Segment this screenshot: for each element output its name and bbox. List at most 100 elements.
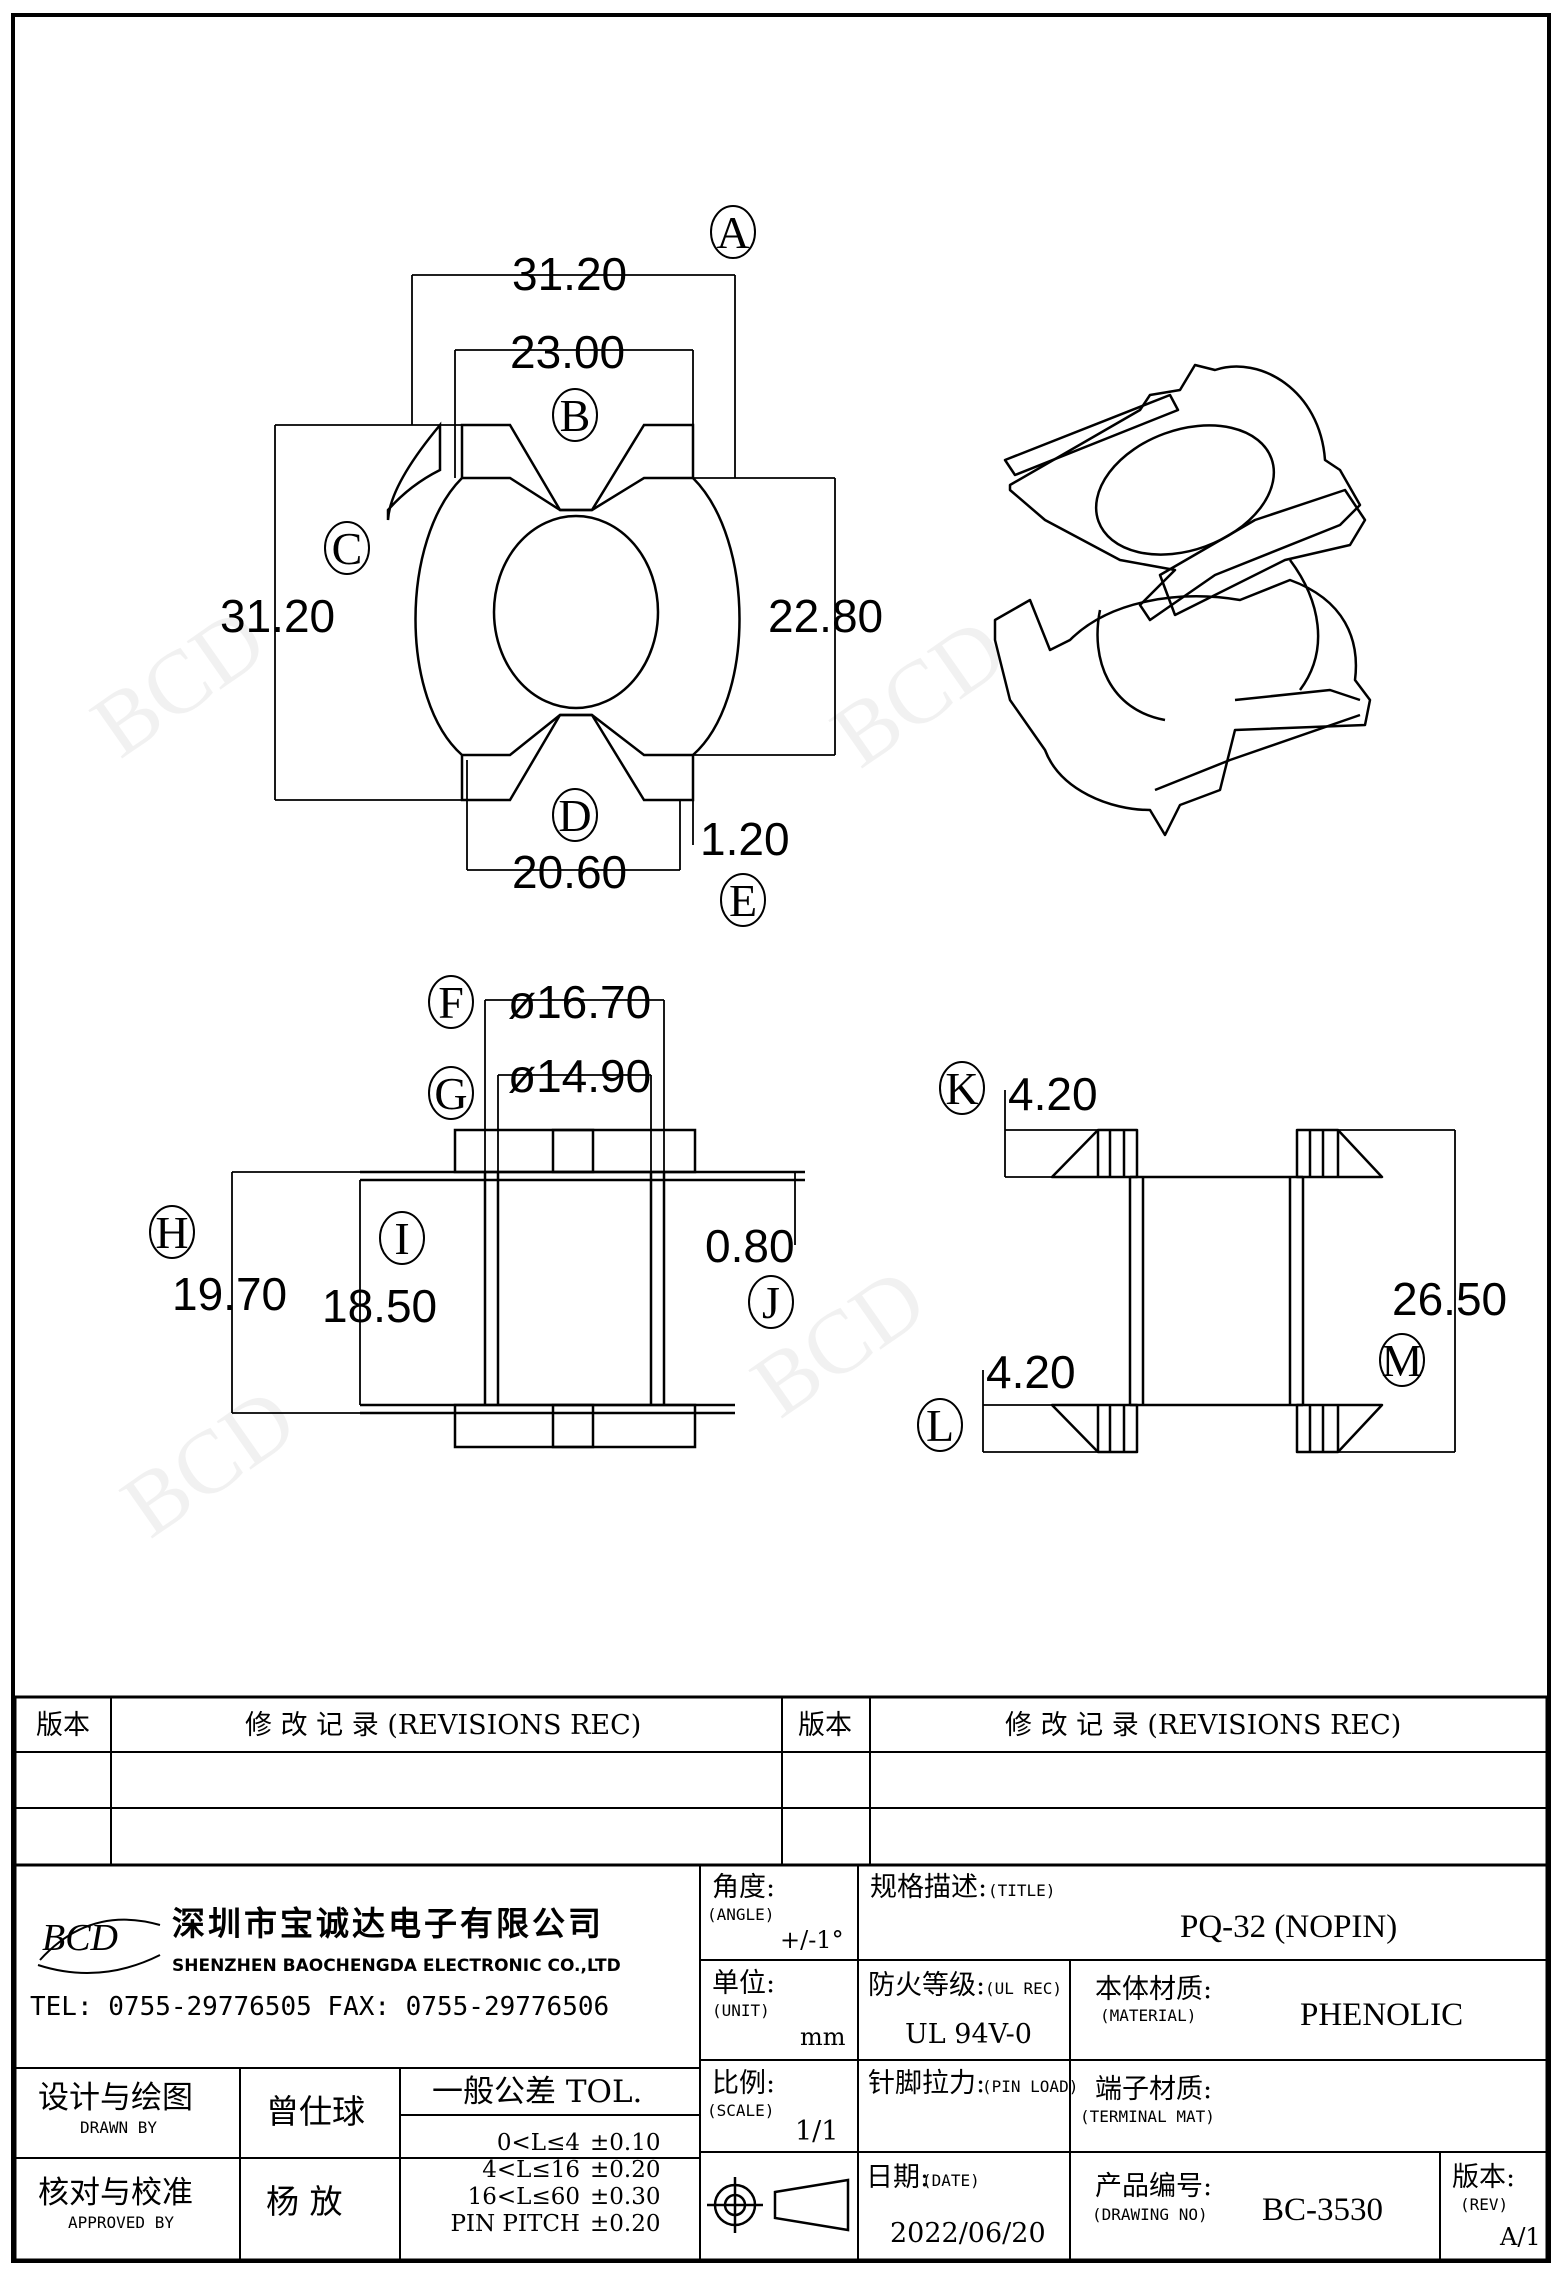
rev-value: A/1 bbox=[1499, 2223, 1541, 2251]
top-view-body-right bbox=[692, 477, 741, 756]
tolerance-value: ±0.20 bbox=[590, 2211, 660, 2237]
material-value: PHENOLIC bbox=[1300, 1997, 1463, 2033]
balloon-K: K bbox=[945, 1063, 978, 1114]
tolerance-title: 一般公差 TOL. bbox=[432, 2074, 642, 2110]
side-view-balloons bbox=[149, 975, 794, 1329]
tolerance-value: ±0.20 bbox=[590, 2157, 660, 2183]
tolerance-value: ±0.10 bbox=[590, 2130, 660, 2156]
tolerance-block: 一般公差 TOL. 0<L≤4 ±0.10 4<L≤16 ±0.20 16<L≤… bbox=[432, 2074, 660, 2237]
side-lower-flange bbox=[453, 1403, 697, 1449]
dim-D-value: 20.60 bbox=[512, 846, 627, 898]
approved-by-label: 核对与校准 bbox=[38, 2175, 193, 2211]
iso-bore bbox=[1094, 424, 1276, 556]
material-label: 本体材质: bbox=[1095, 1974, 1212, 2005]
ul-value: UL 94V-0 bbox=[905, 2019, 1032, 2050]
balloon-H: H bbox=[155, 1207, 188, 1258]
dim-J-value: 0.80 bbox=[705, 1220, 795, 1272]
side-upper-flange bbox=[453, 1128, 697, 1174]
top-view-body-left bbox=[414, 477, 463, 756]
spec-block: 规格描述: (TITLE) PQ-32 (NOPIN) 防火等级: (UL RE… bbox=[866, 1872, 1541, 2251]
rev-record-label-right: 修 改 记 录 (REVISIONS REC) bbox=[1005, 1710, 1401, 1741]
scale-label-en: (SCALE) bbox=[707, 2101, 774, 2120]
tolerance-value: ±0.30 bbox=[590, 2184, 660, 2210]
balloon-E: E bbox=[729, 875, 757, 926]
tolerance-range: 4<L≤16 bbox=[482, 2157, 580, 2183]
drawing-no-label-en: (DRAWING NO) bbox=[1092, 2205, 1208, 2224]
projection-symbol bbox=[707, 2177, 850, 2233]
right-upper-left-flange bbox=[1050, 1128, 1139, 1179]
terminal-label-en: (TERMINAL MAT) bbox=[1080, 2107, 1215, 2126]
top-view-flange bbox=[386, 421, 442, 521]
tolerance-range: 0<L≤4 bbox=[497, 2130, 580, 2156]
revision-table bbox=[13, 1695, 1549, 1867]
company-contact: TEL: 0755-29776505 FAX: 0755-29776506 bbox=[30, 1992, 609, 2022]
rev-version-label-left: 版本 bbox=[36, 1710, 90, 1741]
drawing-no-label: 产品编号: bbox=[1095, 2171, 1212, 2202]
isometric-view bbox=[993, 363, 1372, 837]
title-label: 规格描述: bbox=[870, 1872, 987, 1903]
signature-block: 设计与绘图 DRAWN BY 曾仕球 核对与校准 APPROVED BY 杨 放 bbox=[38, 2080, 365, 2232]
top-view-dim-text: 31.20 23.00 31.20 22.80 20.60 1.20 bbox=[220, 248, 883, 898]
date-label-en: (DATE) bbox=[922, 2171, 980, 2190]
dim-M-value: 26.50 bbox=[1392, 1273, 1507, 1325]
dim-K-value: 4.20 bbox=[1008, 1068, 1098, 1120]
angle-label: 角度: bbox=[712, 1872, 775, 1903]
approved-by-label-en: APPROVED BY bbox=[68, 2213, 174, 2232]
dim-G-value: ø14.90 bbox=[508, 1050, 651, 1102]
scale-label: 比例: bbox=[712, 2068, 775, 2099]
dim-I-value: 18.50 bbox=[322, 1280, 437, 1332]
date-label: 日期: bbox=[866, 2162, 929, 2193]
approved-by-name: 杨 放 bbox=[266, 2182, 343, 2221]
company-logo: BCD bbox=[37, 1917, 161, 1974]
right-lower-left-flange bbox=[1050, 1403, 1139, 1454]
ul-label: 防火等级: bbox=[868, 1970, 985, 2001]
unit-value: mm bbox=[800, 2023, 846, 2051]
company-name-en: SHENZHEN BAOCHENGDA ELECTRONIC CO.,LTD bbox=[172, 1956, 621, 1976]
dim-B-value: 23.00 bbox=[510, 326, 625, 378]
side-view bbox=[360, 1128, 805, 1449]
date-value: 2022/06/20 bbox=[890, 2218, 1046, 2249]
unit-label: 单位: bbox=[712, 1968, 775, 1999]
tolerance-range: 16<L≤60 bbox=[468, 2184, 580, 2210]
dim-F-value: ø16.70 bbox=[508, 976, 651, 1028]
balloon-A: A bbox=[716, 207, 749, 258]
right-view-dimensions bbox=[982, 1090, 1456, 1453]
drawn-by-label: 设计与绘图 bbox=[38, 2080, 193, 2116]
right-view bbox=[1050, 1128, 1384, 1454]
iso-core bbox=[1096, 559, 1320, 722]
dim-C-value: 31.20 bbox=[220, 590, 335, 642]
balloon-C: C bbox=[332, 523, 363, 574]
rev-version-label-right: 版本 bbox=[798, 1710, 852, 1741]
balloon-J: J bbox=[762, 1277, 780, 1328]
top-view bbox=[386, 421, 741, 802]
watermark-text: BCD bbox=[105, 1369, 313, 1556]
rev-label-en: (REV) bbox=[1460, 2195, 1508, 2214]
balloon-M: M bbox=[1382, 1335, 1423, 1386]
terminal-label: 端子材质: bbox=[1095, 2074, 1212, 2105]
drawn-by-name: 曾仕球 bbox=[266, 2092, 365, 2131]
balloon-D: D bbox=[558, 790, 591, 841]
company-name-cn: 深圳市宝诚达电子有限公司 bbox=[172, 1904, 604, 1943]
unit-label-en: (UNIT) bbox=[712, 2001, 770, 2020]
angle-unit-scale: 角度: (ANGLE) +/-1° 单位: (UNIT) mm 比例: (SCA… bbox=[707, 1872, 850, 2233]
angle-value: +/-1° bbox=[780, 1926, 844, 1954]
drawing-no-value: BC-3530 bbox=[1262, 2192, 1383, 2228]
rev-record-label-left: 修 改 记 录 (REVISIONS REC) bbox=[245, 1710, 641, 1741]
right-upper-right-flange bbox=[1295, 1128, 1384, 1179]
top-view-dimensions bbox=[274, 274, 836, 871]
top-view-inner bbox=[462, 476, 693, 757]
balloon-I: I bbox=[394, 1213, 409, 1264]
rev-label: 版本: bbox=[1452, 2162, 1515, 2193]
iso-lower-flange bbox=[993, 578, 1372, 837]
top-view-balloons bbox=[324, 205, 766, 927]
dim-A-value: 31.20 bbox=[512, 248, 627, 300]
title-label-en: (TITLE) bbox=[988, 1881, 1055, 1900]
pin-load-label: 针脚拉力: bbox=[868, 2068, 985, 2099]
dim-E-value: 1.20 bbox=[700, 813, 790, 865]
dim-side-value: 22.80 bbox=[768, 590, 883, 642]
side-view-dimensions bbox=[231, 999, 796, 1414]
balloon-F: F bbox=[438, 977, 464, 1028]
pin-load-label-en: (PIN LOAD) bbox=[982, 2077, 1078, 2096]
dim-H-value: 19.70 bbox=[172, 1268, 287, 1320]
